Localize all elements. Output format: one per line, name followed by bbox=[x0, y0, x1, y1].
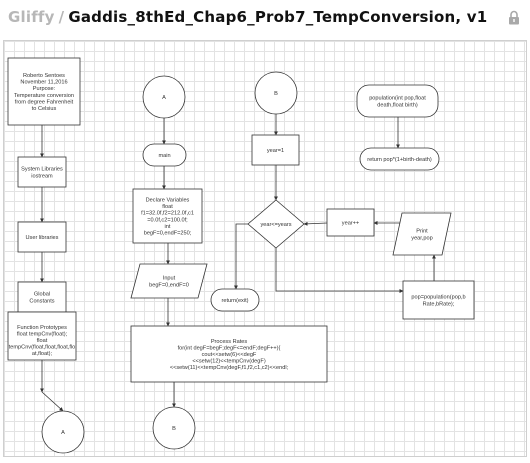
declare-variables-text: begF=0,endF=250; bbox=[144, 231, 192, 237]
connector-a-bottom-shape[interactable]: A bbox=[41, 410, 85, 454]
connector-b-bottom-text: B bbox=[172, 426, 176, 432]
connector-a-top-text: A bbox=[162, 95, 166, 101]
function-prototypes-text: float tempCnv(float); bbox=[17, 331, 68, 337]
function-prototypes-text: float bbox=[37, 338, 48, 344]
year-increment-shape[interactable]: year++ bbox=[326, 208, 375, 237]
declare-variables-shape[interactable]: Declare Variablesfloatf1=32.0f,f2=212.0f… bbox=[132, 188, 203, 244]
declare-variables-text: f1=32.0f,f2=212.0f,c1 bbox=[141, 211, 194, 217]
breadcrumb-separator: / bbox=[58, 8, 65, 26]
main-terminal-shape[interactable]: main bbox=[142, 143, 187, 167]
declare-variables-text: float bbox=[162, 204, 173, 210]
comment-box-text: Purpose: bbox=[33, 86, 56, 92]
connector-a-bottom-text: A bbox=[61, 430, 65, 436]
function-prototypes-text: at,float); bbox=[32, 351, 53, 357]
function-prototypes-text: tempCnv(float,float,float,flo bbox=[9, 345, 76, 351]
header-bar: Gliffy/Gaddis_8thEd_Chap6_Prob7_TempConv… bbox=[0, 0, 530, 36]
process-rates-text: cout<<setw(6)<<degF bbox=[202, 352, 257, 358]
comment-box-text: Temperature conversion bbox=[14, 93, 74, 99]
comment-box-text: November 11,2016 bbox=[20, 80, 67, 86]
edge-decision-false-to-return bbox=[234, 223, 248, 290]
return-pop-text: return pop*(1+birth-death) bbox=[367, 157, 432, 163]
declare-variables-text: Declare Variables bbox=[146, 198, 190, 204]
comment-box-text: from degree Fahrenheit bbox=[15, 99, 74, 105]
print-parallelogram-text: Print bbox=[416, 229, 428, 235]
lock-icon[interactable] bbox=[508, 10, 520, 25]
population-update-text: pop=population(pop,b bbox=[411, 295, 465, 301]
population-function-text: population(int pop,float bbox=[369, 96, 426, 102]
year-increment-text: year++ bbox=[342, 221, 359, 227]
process-rates-text: for(int degF=begF;degF<=endF;degF++){ bbox=[178, 345, 281, 351]
app-name-link[interactable]: Gliffy bbox=[8, 8, 55, 26]
document-title: Gaddis_8thEd_Chap6_Prob7_TempConversion,… bbox=[68, 8, 488, 26]
process-rates-text: <<setw(11)<<tempCnv(degF,f1,f2,c1,c2)<<e… bbox=[170, 365, 289, 371]
comment-box-text: to Celsius bbox=[32, 106, 57, 112]
function-prototypes-text: Function Prototypes bbox=[17, 325, 67, 331]
edge-decision-true-to-population-update bbox=[275, 248, 404, 293]
comment-box-text: Roberto Sentoes bbox=[23, 73, 65, 79]
edge-to-connector-a-bottom bbox=[41, 391, 64, 412]
population-update-text: Rate,bRate); bbox=[423, 301, 455, 307]
year-init-shape[interactable]: year=1 bbox=[251, 134, 300, 166]
system-libraries-text: System Libraries bbox=[21, 167, 63, 173]
print-parallelogram-text: year,pop bbox=[411, 235, 432, 241]
edge-year-increment-to-decision bbox=[303, 221, 328, 226]
population-function-text: death,float birth) bbox=[377, 102, 418, 108]
breadcrumb: Gliffy/Gaddis_8thEd_Chap6_Prob7_TempConv… bbox=[8, 8, 487, 26]
global-constants-text: Constants bbox=[29, 298, 54, 304]
decision-text: year<=years bbox=[260, 222, 291, 228]
input-parallelogram-text: begF=0,endF=0 bbox=[149, 282, 189, 288]
connector-b-top-text: B bbox=[274, 91, 278, 97]
flow-connectors bbox=[40, 114, 436, 412]
process-rates-text: Process Rates bbox=[211, 339, 248, 345]
connector-b-top-shape[interactable]: B bbox=[254, 71, 298, 115]
global-constants-text: Global bbox=[34, 292, 50, 298]
return-exit-text: return(exit) bbox=[221, 298, 248, 304]
population-update-shape[interactable]: pop=population(pop,bRate,bRate); bbox=[402, 280, 475, 320]
return-pop-shape[interactable]: return pop*(1+birth-death) bbox=[359, 147, 440, 171]
input-parallelogram-text: Input bbox=[163, 276, 176, 282]
connector-b-bottom-shape[interactable]: B bbox=[152, 406, 196, 450]
main-terminal-text: main bbox=[158, 153, 170, 159]
declare-variables-text: int bbox=[165, 224, 171, 230]
return-exit-shape[interactable]: return(exit) bbox=[210, 288, 260, 312]
user-libraries-text: User libraries bbox=[26, 235, 59, 241]
year-init-text: year=1 bbox=[267, 148, 284, 154]
process-rates-text: <<setw(12)<<tempCnv(degF) bbox=[192, 359, 266, 365]
declare-variables-text: =0.0f,c2=100.0f; bbox=[147, 217, 188, 223]
user-libraries-shape[interactable]: User libraries bbox=[17, 221, 67, 253]
system-libraries-text: iostream bbox=[31, 173, 53, 179]
connector-a-top-shape[interactable]: A bbox=[142, 75, 186, 119]
decision-shape[interactable]: year<=years bbox=[247, 199, 305, 249]
